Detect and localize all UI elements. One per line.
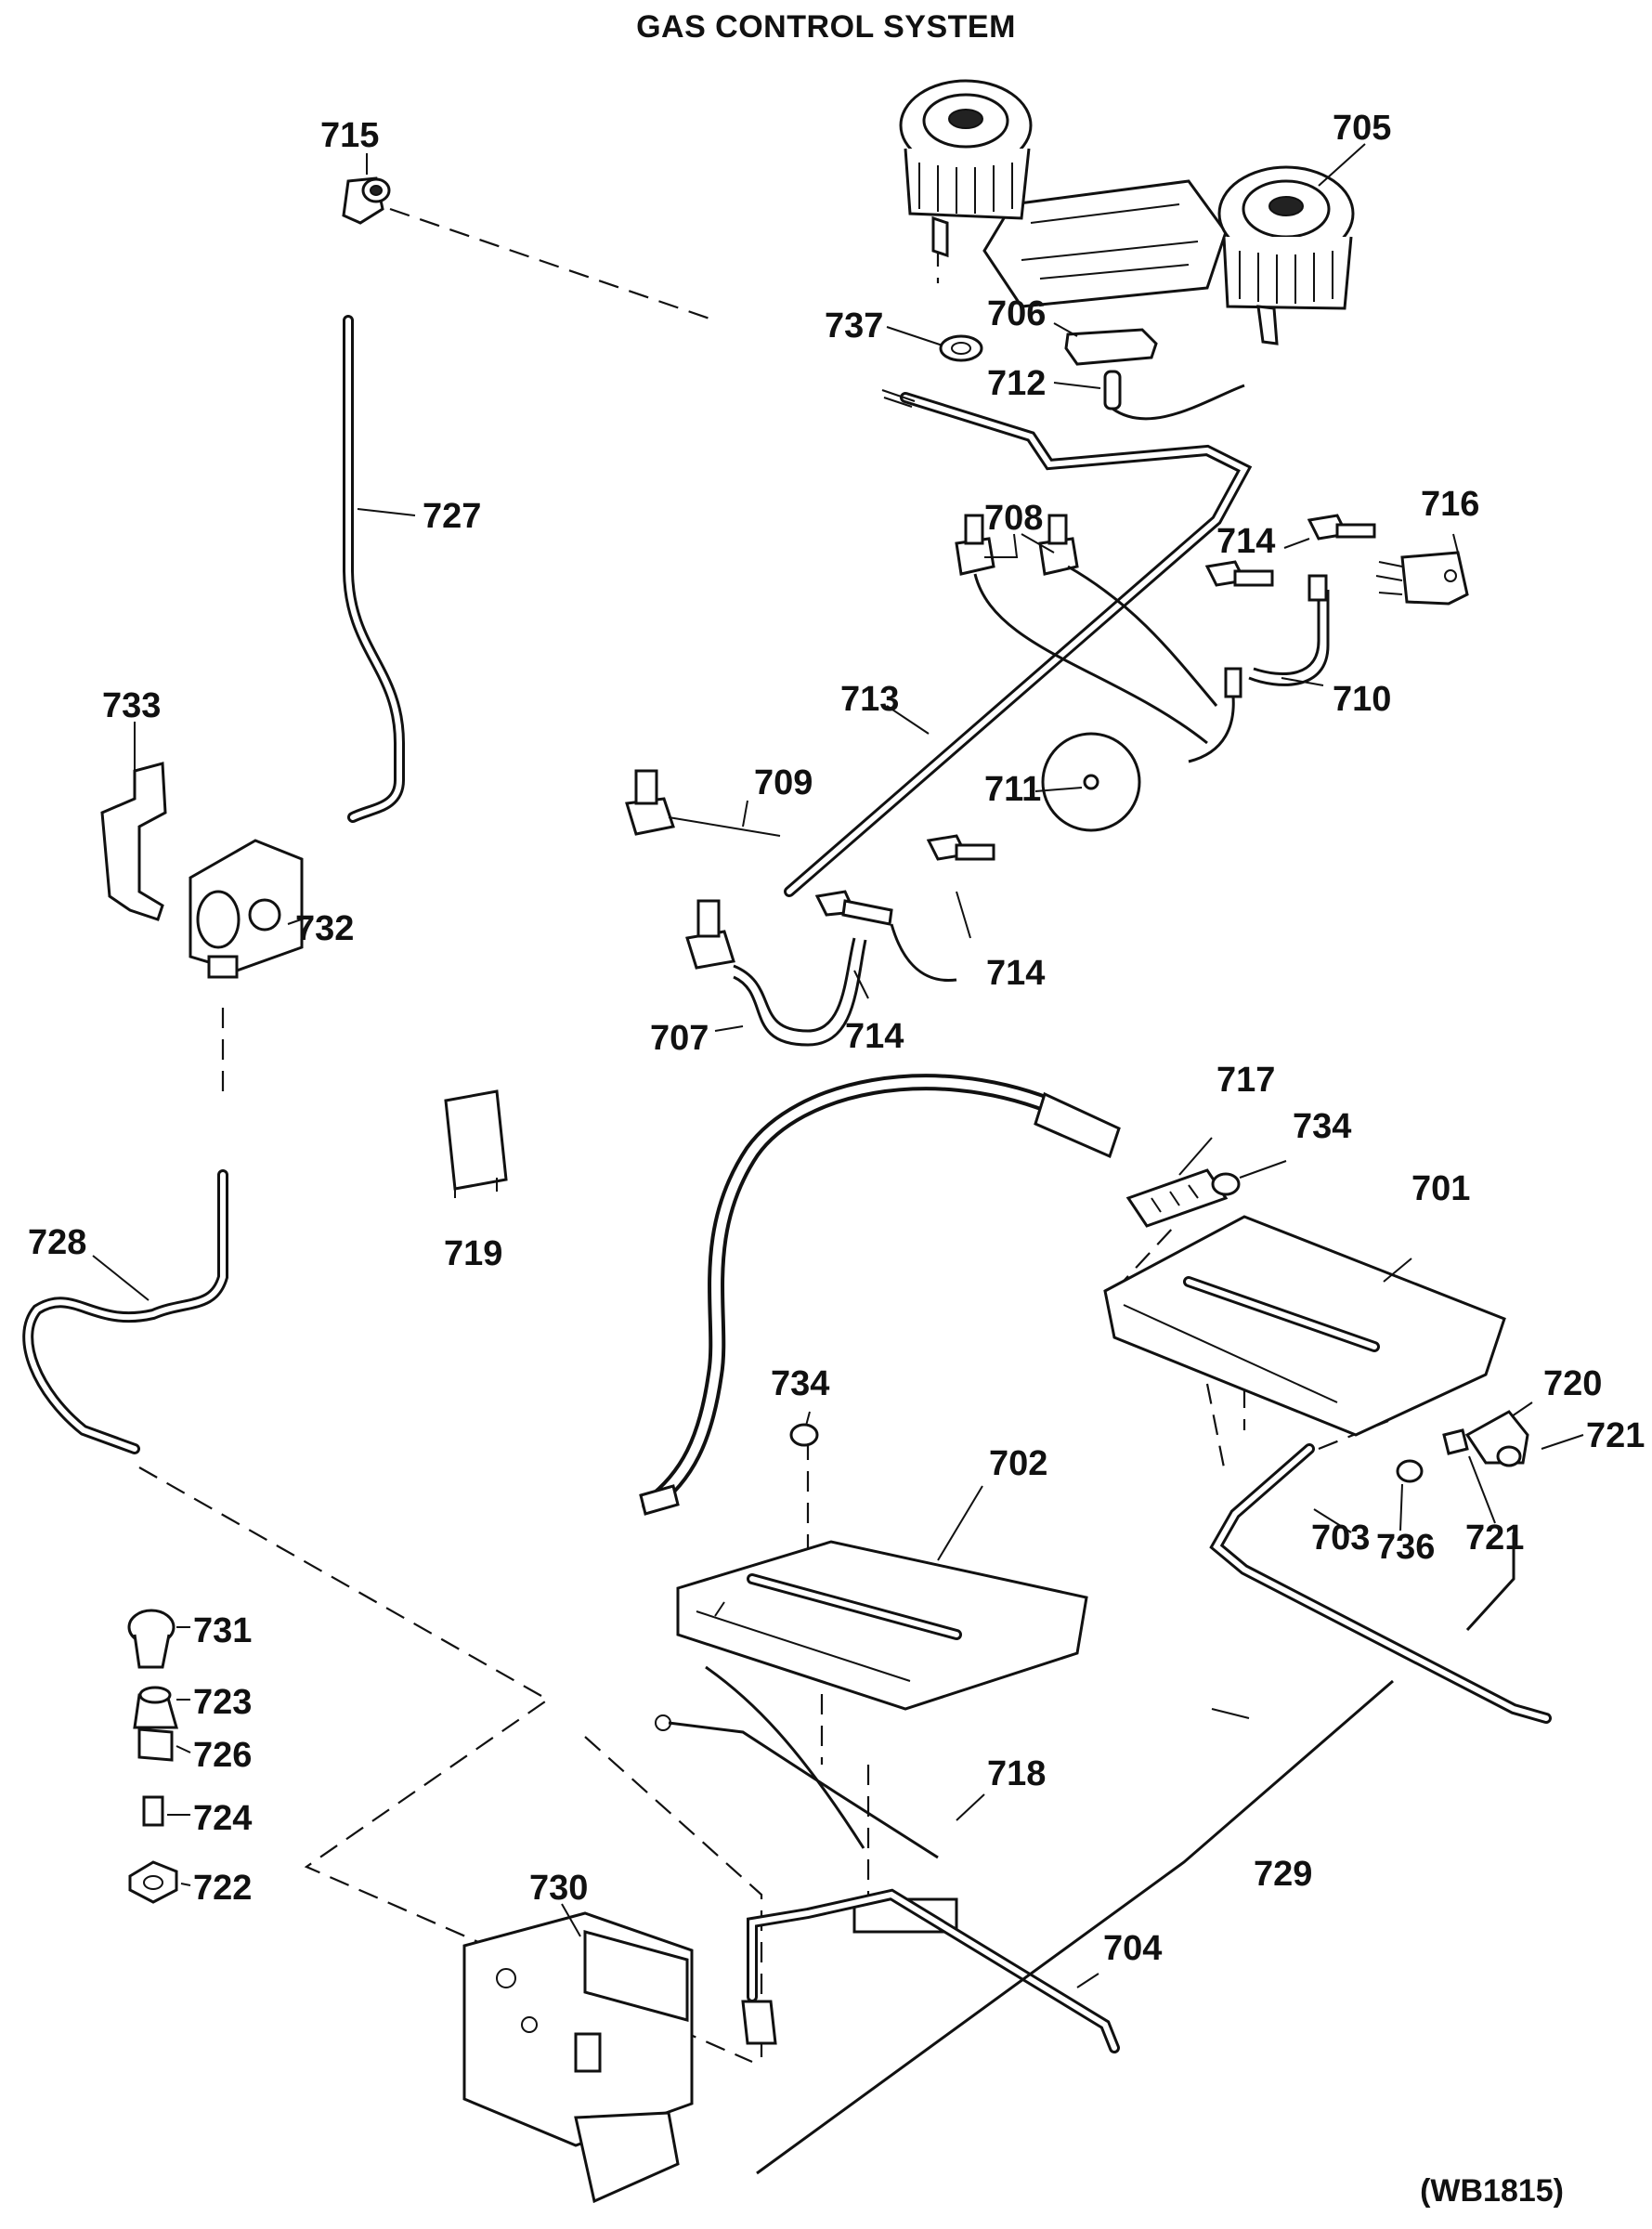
electrode-712 — [1103, 370, 1245, 421]
capillary-729 — [756, 1679, 1394, 2175]
label-711: 711 — [984, 770, 1041, 809]
bracket-733 — [100, 762, 167, 921]
label-713: 713 — [840, 680, 899, 719]
pressure-regulator-732 — [189, 839, 304, 979]
elbow-fitting-720 — [1464, 1410, 1529, 1467]
label-702: 702 — [989, 1444, 1047, 1483]
label-729: 729 — [1254, 1855, 1312, 1894]
terminal-block-717 — [1125, 1168, 1229, 1228]
label-715: 715 — [320, 116, 379, 155]
manifold-pipe-713 — [784, 389, 1253, 897]
label-714-right: 714 — [986, 954, 1045, 993]
gas-tube-727 — [343, 315, 405, 823]
callout-labels: 715 705 706 737 712 727 716 708 714 710 … — [28, 109, 1645, 1968]
drawing-code: (WB1815) — [1420, 2173, 1564, 2209]
burner-valve-708 — [955, 514, 1218, 745]
label-707: 707 — [650, 1019, 709, 1058]
label-701: 701 — [1411, 1169, 1470, 1208]
elbow-fitting-715 — [342, 176, 391, 225]
burner-tube-710 — [1188, 574, 1330, 763]
diagram-title: GAS CONTROL SYSTEM — [636, 9, 1016, 45]
label-721-right: 721 — [1586, 1416, 1645, 1455]
label-727: 727 — [423, 497, 481, 536]
valve-709 — [625, 769, 781, 837]
label-734-right: 734 — [1293, 1107, 1351, 1146]
nut-737 — [939, 334, 983, 362]
label-726: 726 — [193, 1736, 252, 1775]
ignition-switch-716 — [1375, 551, 1469, 606]
label-708: 708 — [984, 499, 1043, 538]
label-718: 718 — [987, 1754, 1046, 1793]
label-723: 723 — [193, 1683, 252, 1722]
label-720: 720 — [1543, 1364, 1602, 1403]
label-719: 719 — [444, 1234, 502, 1273]
label-722: 722 — [193, 1869, 252, 1908]
label-714-top: 714 — [1216, 522, 1275, 561]
nut-736 — [1396, 1459, 1424, 1483]
burner-tube-703 — [1209, 1443, 1552, 1724]
label-710: 710 — [1333, 680, 1391, 719]
bake-burner-702 — [676, 1540, 1088, 1711]
label-728: 728 — [28, 1223, 86, 1262]
nut-734 — [789, 1172, 1241, 1447]
label-705: 705 — [1333, 109, 1391, 148]
gas-tube-728 — [22, 1169, 228, 1454]
label-730: 730 — [529, 1869, 588, 1908]
label-733: 733 — [102, 686, 161, 725]
nut-721 — [1442, 1428, 1469, 1455]
gas-valve-730 — [462, 1911, 694, 2204]
broil-burner-701 — [1103, 1215, 1506, 1437]
burner-tube-704 — [741, 1888, 1120, 2053]
label-721-left: 721 — [1465, 1519, 1524, 1558]
label-724: 724 — [193, 1799, 252, 1838]
fitting-stack — [127, 1609, 178, 1904]
label-731: 731 — [193, 1611, 252, 1650]
label-716: 716 — [1421, 485, 1479, 524]
wire-harness — [639, 1074, 1121, 1516]
label-717: 717 — [1216, 1061, 1275, 1100]
label-732: 732 — [295, 909, 354, 948]
label-703: 703 — [1311, 1519, 1370, 1558]
orifice-fitting-714 — [814, 514, 1376, 926]
leader-lines — [92, 143, 1584, 1988]
bracket-706 — [1064, 328, 1158, 366]
label-737: 737 — [825, 306, 883, 345]
label-706: 706 — [987, 294, 1046, 333]
label-712: 712 — [987, 364, 1046, 403]
orifice-disc-711 — [1041, 732, 1141, 832]
label-709: 709 — [754, 763, 813, 802]
switch-719 — [444, 1089, 508, 1198]
label-736: 736 — [1376, 1528, 1435, 1567]
top-burner-assembly-705 — [899, 79, 1355, 345]
label-734-left: 734 — [771, 1364, 829, 1403]
label-704: 704 — [1103, 1929, 1162, 1968]
valve-707 — [685, 899, 957, 1047]
label-714-bottom: 714 — [845, 1017, 904, 1056]
